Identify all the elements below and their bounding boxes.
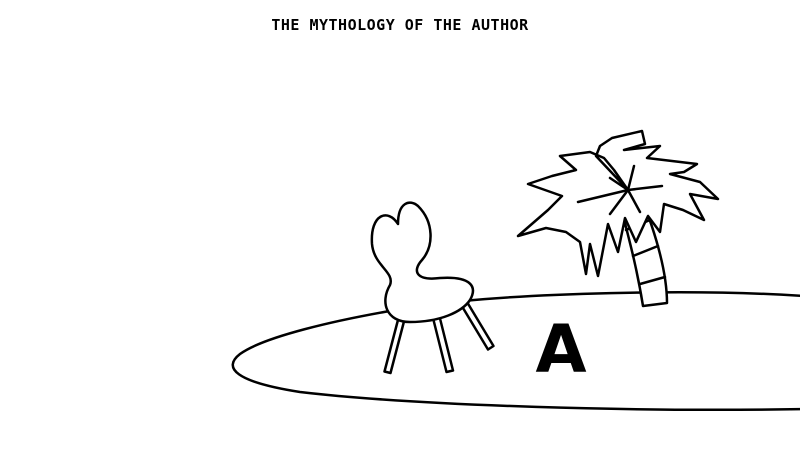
- palm-tree-icon: [516, 129, 720, 308]
- page-title: THE MYTHOLOGY OF THE AUTHOR: [271, 16, 529, 34]
- island-icon: [231, 291, 800, 412]
- island-letter: A: [535, 311, 586, 388]
- chair-icon: [370, 201, 495, 375]
